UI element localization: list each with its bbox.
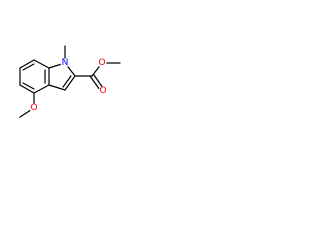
methoxy-oxygen-label: O — [30, 103, 37, 113]
bond-ccarbonyl-ocarbonyl-1 — [89, 75, 101, 91]
bond-c5-c4-inner — [22, 82, 35, 90]
nitrogen-atom: N — [60, 58, 70, 68]
bond-c2-c3-inner — [62, 75, 72, 88]
atom-labels: N O O O — [29, 58, 108, 113]
nitrogen-label: N — [62, 58, 69, 68]
methoxy-oxygen-atom: O — [29, 103, 39, 113]
bond-c7a-c7 — [33, 59, 50, 69]
carbonyl-oxygen-label: O — [99, 86, 106, 96]
bond-ccarbonyl-ocarbonyl-2 — [93, 74, 104, 89]
molecule-structure: N O O O — [19, 45, 121, 118]
bond-c5-c4 — [19, 84, 35, 94]
bond-c2-c3 — [64, 75, 76, 91]
bond-c7-c6-inner — [22, 63, 35, 71]
bond-c7-c6 — [19, 59, 35, 69]
carbonyl-oxygen-atom: O — [98, 86, 108, 96]
bond-c3-c3a — [48, 84, 66, 91]
bond-c4-c3a — [33, 84, 50, 94]
ester-oxygen-label: O — [98, 58, 105, 68]
ester-oxygen-atom: O — [97, 58, 107, 68]
